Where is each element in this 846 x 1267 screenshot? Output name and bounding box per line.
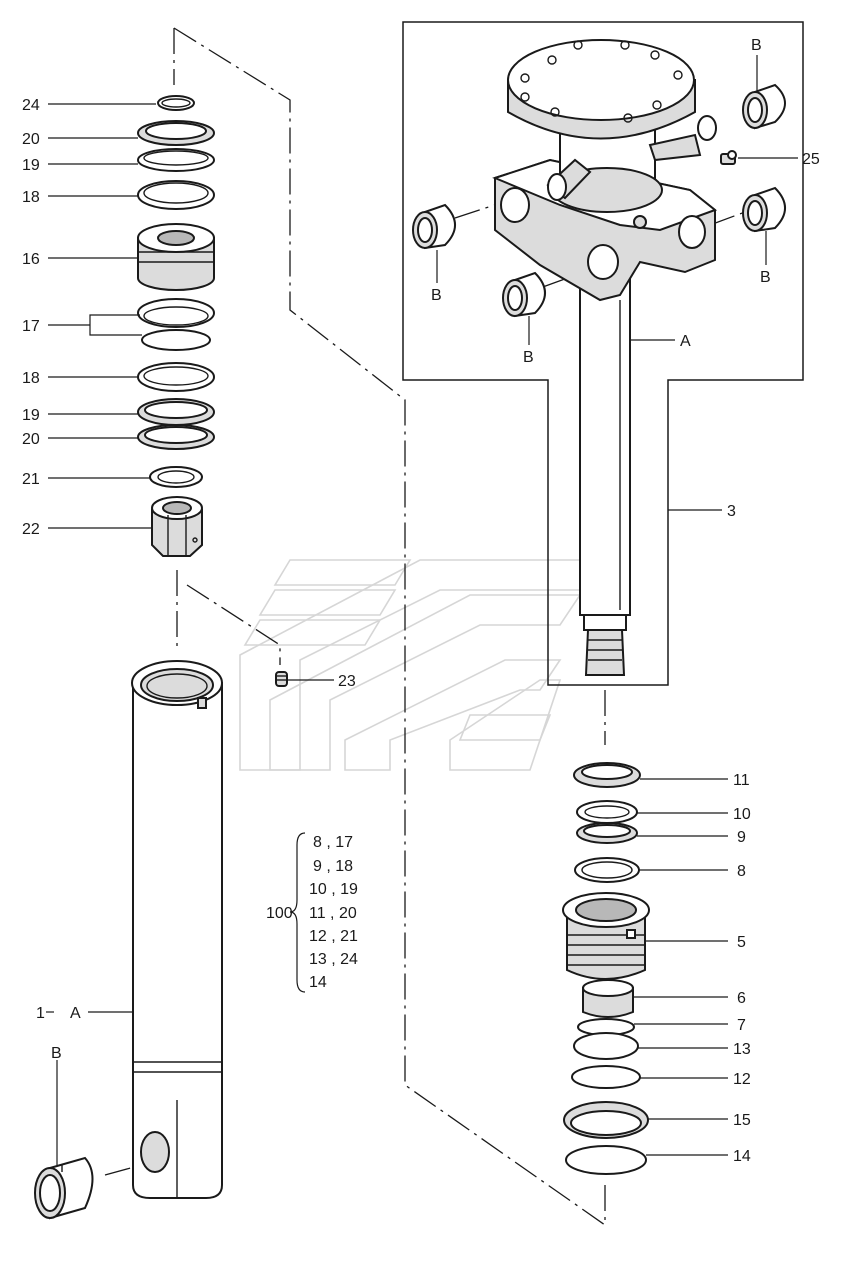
watermark-logo (239, 559, 612, 771)
cylinder-tube-1 (131, 660, 223, 1199)
callout-b-middle: B (523, 349, 534, 366)
callout-labels: 24 20 19 18 16 17 18 19 20 21 22 23 1 A … (22, 37, 820, 1165)
callout-10: 10 (733, 806, 751, 823)
callout-3: 3 (727, 503, 736, 520)
kit-row-2: 9 , 18 (313, 858, 353, 875)
kit-row-1: 8 , 17 (313, 834, 353, 851)
callout-21: 21 (22, 471, 40, 488)
leader-lines (46, 55, 798, 1165)
callout-18-lower: 18 (22, 370, 40, 387)
callout-18-upper: 18 (22, 189, 40, 206)
callout-b-right: B (760, 269, 771, 286)
kit-row-5: 12 , 21 (309, 928, 358, 945)
kit-100-legend: 100 8 , 17 9 , 18 10 , 19 11 , 20 12 , 2… (266, 832, 358, 993)
kit-number: 100 (266, 905, 293, 922)
callout-19-lower: 19 (22, 407, 40, 424)
seal-stack-right (562, 762, 650, 1175)
center-lines (104, 27, 746, 1226)
callout-b-tube: B (51, 1045, 62, 1062)
rod-assembly-3 (492, 39, 718, 676)
callout-23: 23 (338, 673, 356, 690)
callout-a-rod: A (680, 333, 691, 350)
callout-25: 25 (802, 151, 820, 168)
callout-6: 6 (737, 990, 746, 1007)
set-screw-23 (275, 671, 288, 687)
kit-row-7: 14 (309, 974, 327, 991)
assembly-3-outline (402, 21, 804, 686)
callout-12: 12 (733, 1071, 751, 1088)
callout-b-left: B (431, 287, 442, 304)
callout-24: 24 (22, 97, 40, 114)
kit-row-3: 10 , 19 (309, 881, 358, 898)
callout-14: 14 (733, 1148, 751, 1165)
callout-11: 11 (733, 772, 750, 789)
grease-fitting-25 (720, 150, 737, 165)
callout-13: 13 (733, 1041, 751, 1058)
callout-15: 15 (733, 1112, 751, 1129)
bushings-b-assembly (412, 83, 786, 318)
kit-row-4: 11 , 20 (309, 905, 357, 922)
seal-stack-left (137, 95, 215, 557)
callout-19-upper: 19 (22, 157, 40, 174)
callout-b-top-right: B (751, 37, 762, 54)
callout-1: 1 (36, 1005, 45, 1022)
callout-a-tube: A (70, 1005, 81, 1022)
callout-5: 5 (737, 934, 746, 951)
kit-row-6: 13 , 24 (309, 951, 358, 968)
callout-20-upper: 20 (22, 131, 40, 148)
callout-20-lower: 20 (22, 431, 40, 448)
callout-7: 7 (737, 1017, 746, 1034)
bushing-b-left (34, 1156, 94, 1220)
callout-22: 22 (22, 521, 40, 538)
callout-8: 8 (737, 863, 746, 880)
callout-16: 16 (22, 251, 40, 268)
callout-9: 9 (737, 829, 746, 846)
callout-17: 17 (22, 318, 40, 335)
